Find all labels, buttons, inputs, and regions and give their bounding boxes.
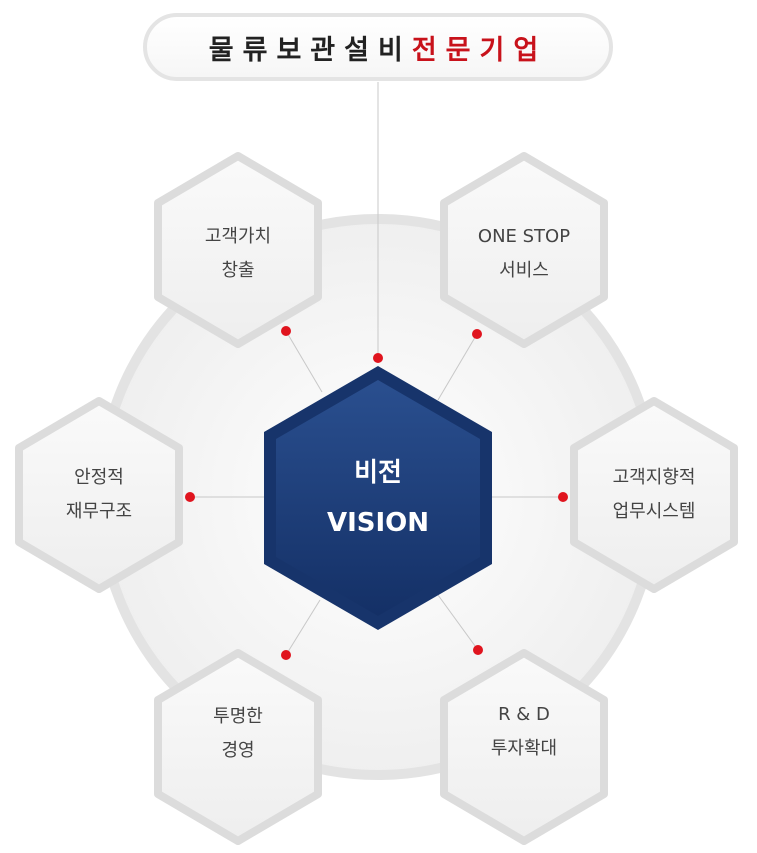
connector-dot-5 (281, 650, 291, 660)
node-label-4: 고객지향적 업무시스템 (579, 461, 729, 529)
node-label-3: 안정적 재무구조 (24, 461, 174, 529)
node-label-3-line1: 안정적 (74, 467, 124, 488)
connector-dot-3 (185, 492, 195, 502)
connector-line-2 (437, 333, 478, 401)
hex-node-6 (440, 649, 608, 845)
node-label-5: 투명한 경영 (163, 700, 313, 768)
connector-dot-4 (558, 492, 568, 502)
connector-dot-2 (472, 329, 482, 339)
center-label-line1: 비전 (354, 458, 402, 488)
connector-dot-top (373, 353, 383, 363)
node-label-2-line2: 서비스 (499, 260, 549, 281)
connector-line-5 (285, 599, 321, 656)
center-label: 비전 VISION (278, 448, 478, 548)
connector-line-6 (437, 594, 479, 651)
connector-dot-6 (473, 645, 483, 655)
node-label-1-line1: 고객가치 (204, 226, 272, 247)
node-label-3-line2: 재무구조 (65, 501, 133, 522)
node-label-2: ONE STOP 서비스 (449, 220, 599, 288)
connector-dot-1 (281, 326, 291, 336)
node-label-1: 고객가치 창출 (163, 220, 313, 288)
hex-node-1 (154, 152, 322, 348)
center-label-line2: VISION (326, 508, 430, 538)
node-label-5-line1: 투명한 (213, 706, 263, 727)
node-label-2-line1: ONE STOP (477, 226, 571, 247)
hex-node-2 (440, 152, 608, 348)
node-label-4-line1: 고객지향적 (612, 467, 696, 488)
node-label-6: R & D 투자확대 (449, 698, 599, 766)
node-label-6-line1: R & D (498, 704, 550, 725)
center-hex-inner (276, 380, 480, 616)
title-main: 물류보관설비 (208, 34, 412, 66)
hex-node-3 (15, 397, 183, 593)
node-label-5-line2: 경영 (221, 740, 255, 761)
title-accent: 전문기업 (411, 34, 548, 66)
node-label-6-line2: 투자확대 (490, 738, 558, 759)
node-label-4-line2: 업무시스템 (612, 501, 696, 522)
hex-node-4 (570, 397, 738, 593)
hex-node-5 (154, 649, 322, 845)
node-label-1-line2: 창출 (221, 260, 255, 281)
connector-line-1 (285, 330, 323, 393)
